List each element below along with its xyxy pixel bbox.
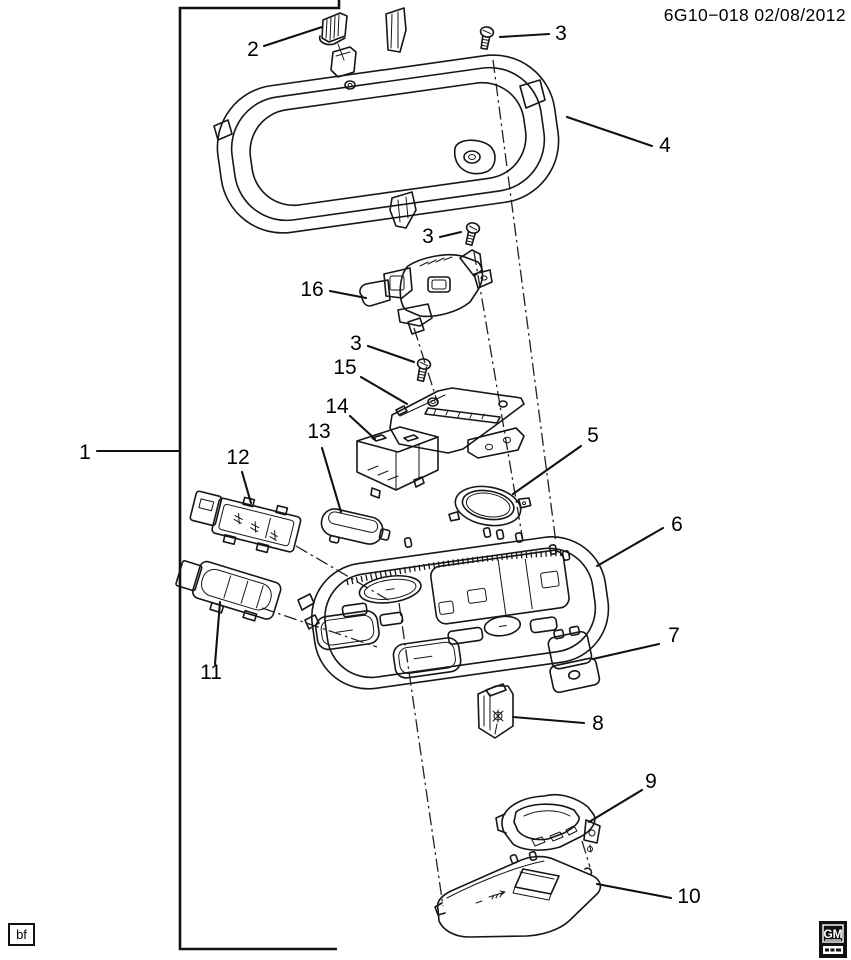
- gm-logo-text: GM: [823, 927, 842, 941]
- part-10-door: [434, 851, 602, 938]
- figure-label: 6G10−018 02/08/2012: [664, 5, 846, 25]
- callout-5-leader: [511, 444, 583, 496]
- part-13-lens: [320, 508, 391, 545]
- callout-3c: 3: [350, 332, 362, 355]
- callout-8-leader: [511, 715, 586, 725]
- callout-7-leader: [591, 642, 661, 661]
- callout-15: 15: [333, 356, 356, 379]
- callout-9: 9: [645, 770, 657, 793]
- callout-13: 13: [307, 420, 330, 443]
- callout-2-leader: [262, 25, 324, 48]
- part-3-screw-mid: [461, 220, 482, 247]
- callout-8: 8: [592, 712, 604, 735]
- part-2-clip: [318, 12, 357, 78]
- callout-7: 7: [668, 624, 680, 647]
- part-12-switch: [189, 490, 302, 554]
- callout-3a: 3: [555, 22, 567, 45]
- part-14-switch: [356, 426, 439, 499]
- callout-12: 12: [226, 446, 249, 469]
- callout-6: 6: [671, 513, 683, 536]
- callout-11-leader: [213, 600, 222, 666]
- callout-4-leader: [565, 115, 654, 148]
- part-16-bracket: [359, 249, 493, 335]
- callout-3a-leader: [498, 32, 551, 39]
- callout-10: 10: [677, 885, 700, 908]
- callout-15-leader: [359, 375, 409, 406]
- callout-1-bracket: [178, 0, 341, 951]
- part-3-screw-top: [476, 25, 496, 51]
- callout-3b-leader: [438, 230, 463, 239]
- callout-5: 5: [587, 424, 599, 447]
- callout-16: 16: [300, 278, 323, 301]
- part-7-switch: [547, 625, 601, 694]
- callout-1: 1: [79, 441, 91, 464]
- callout-2: 2: [247, 38, 259, 61]
- part-3-screw-lower: [413, 356, 433, 383]
- callout-10-leader: [595, 882, 673, 900]
- callout-14-leader: [348, 414, 377, 441]
- callout-13-leader: [320, 446, 343, 514]
- callout-11: 11: [200, 661, 222, 684]
- part-5-lamp-bezel: [448, 485, 532, 527]
- part-8-bracket: [477, 683, 514, 739]
- part-4-trim-ring: [213, 7, 560, 234]
- part-6-console-housing: [297, 527, 610, 690]
- callout-12-leader: [240, 470, 253, 505]
- callout-4: 4: [659, 134, 671, 157]
- callout-16-leader: [328, 289, 368, 300]
- callout-9-leader: [587, 788, 644, 824]
- callout-14: 14: [325, 395, 349, 418]
- callout-3b: 3: [422, 225, 434, 248]
- part-11-switch: [175, 560, 282, 622]
- page-code-box: bf: [8, 923, 35, 946]
- part-9-module: [495, 793, 601, 853]
- gm-logo: GM: [819, 921, 847, 958]
- page-code: bf: [16, 927, 27, 942]
- callout-3c-leader: [366, 344, 416, 364]
- centerlines: [261, 59, 591, 907]
- part-15-plate: [389, 387, 525, 459]
- callout-6-leader: [595, 526, 665, 568]
